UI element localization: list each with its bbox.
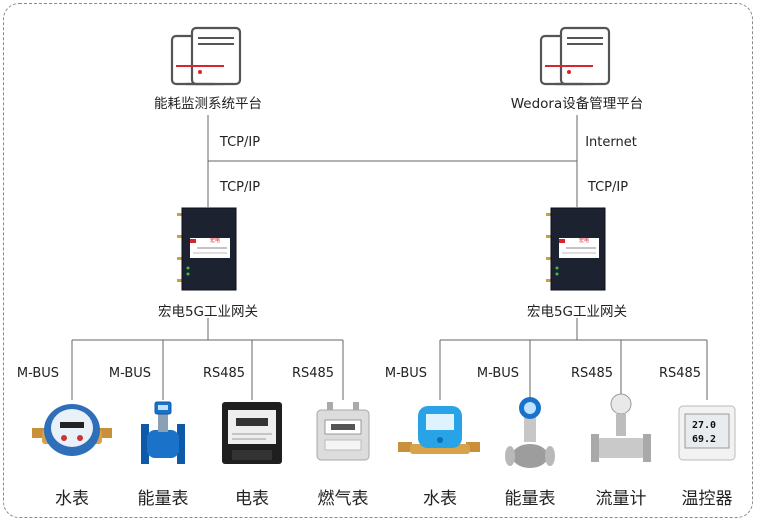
diagram-frame [3, 3, 753, 518]
device-name-left-3: 电表 [235, 489, 269, 509]
gateway-brand-left: 宏电 [210, 237, 220, 244]
bus-label-left-3: RS485 [202, 366, 246, 381]
device-name-left-4: 燃气表 [317, 489, 369, 509]
platform-computer-icon-right [539, 26, 611, 86]
thermostat-temp-readout: 27.0 [692, 420, 716, 431]
gateway-brand-right: 宏电 [579, 237, 589, 244]
right-platform-label: Wedora设备管理平台 [510, 96, 644, 112]
thermostat-icon: 27.0 69.2 [678, 405, 736, 461]
bus-label-left-2: M-BUS [108, 366, 152, 381]
left-gateway-label: 宏电5G工业网关 [157, 304, 259, 320]
bus-label-right-2: M-BUS [476, 366, 520, 381]
right-gateway-label: 宏电5G工业网关 [526, 304, 628, 320]
platform-computer-icon-left [170, 26, 242, 86]
device-name-left-1: 水表 [55, 489, 89, 509]
left-platform-protocol: TCP/IP [219, 135, 261, 150]
right-platform-protocol: Internet [585, 135, 637, 150]
water-meter-icon [32, 404, 112, 456]
device-name-right-1: 水表 [423, 489, 457, 509]
connection-lines [71, 115, 708, 400]
bus-label-left-1: M-BUS [16, 366, 60, 381]
device-name-right-3: 流量计 [595, 489, 647, 509]
device-name-right-2: 能量表 [504, 489, 556, 509]
bus-label-right-4: RS485 [658, 366, 702, 381]
left-platform-label: 能耗监测系统平台 [154, 96, 262, 112]
vortex-energy-meter-icon [505, 397, 555, 468]
smart-water-meter-icon [398, 406, 480, 454]
bus-label-right-3: RS485 [570, 366, 614, 381]
flow-meter-icon [591, 393, 651, 462]
right-gateway-protocol: TCP/IP [587, 180, 629, 195]
left-gateway-protocol: TCP/IP [219, 180, 261, 195]
bus-label-right-1: M-BUS [384, 366, 428, 381]
device-name-left-2: 能量表 [137, 489, 189, 509]
electric-meter-icon [222, 402, 282, 464]
gateway-router-icon-right [546, 207, 606, 291]
energy-meter-icon [141, 401, 185, 464]
thermostat-humidity-readout: 69.2 [692, 434, 716, 445]
gateway-router-icon-left [177, 207, 237, 291]
bus-label-left-4: RS485 [291, 366, 335, 381]
gas-meter-icon [316, 402, 370, 461]
device-name-right-4: 温控器 [681, 489, 733, 509]
